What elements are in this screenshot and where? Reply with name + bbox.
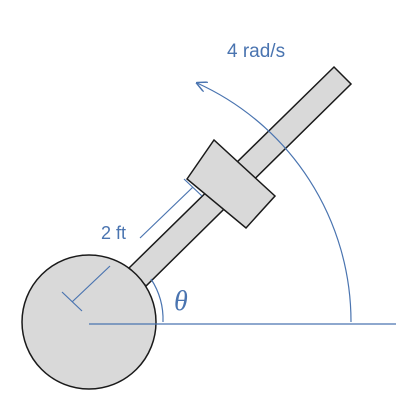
angular-velocity-arc [197, 83, 352, 323]
pivot-disk [21, 254, 157, 390]
length-label: 2 ft [101, 223, 126, 243]
length-dimension-tick-start [61, 291, 83, 312]
length-dimension-line [71, 265, 111, 303]
length-dimension-line-upper [139, 186, 194, 239]
angle-arc [150, 278, 164, 323]
angular-velocity-label: 4 rad/s [227, 41, 285, 62]
sliding-collar [185, 138, 277, 230]
angle-theta-label: θ [174, 286, 188, 317]
length-dimension-tick-end [183, 178, 203, 197]
